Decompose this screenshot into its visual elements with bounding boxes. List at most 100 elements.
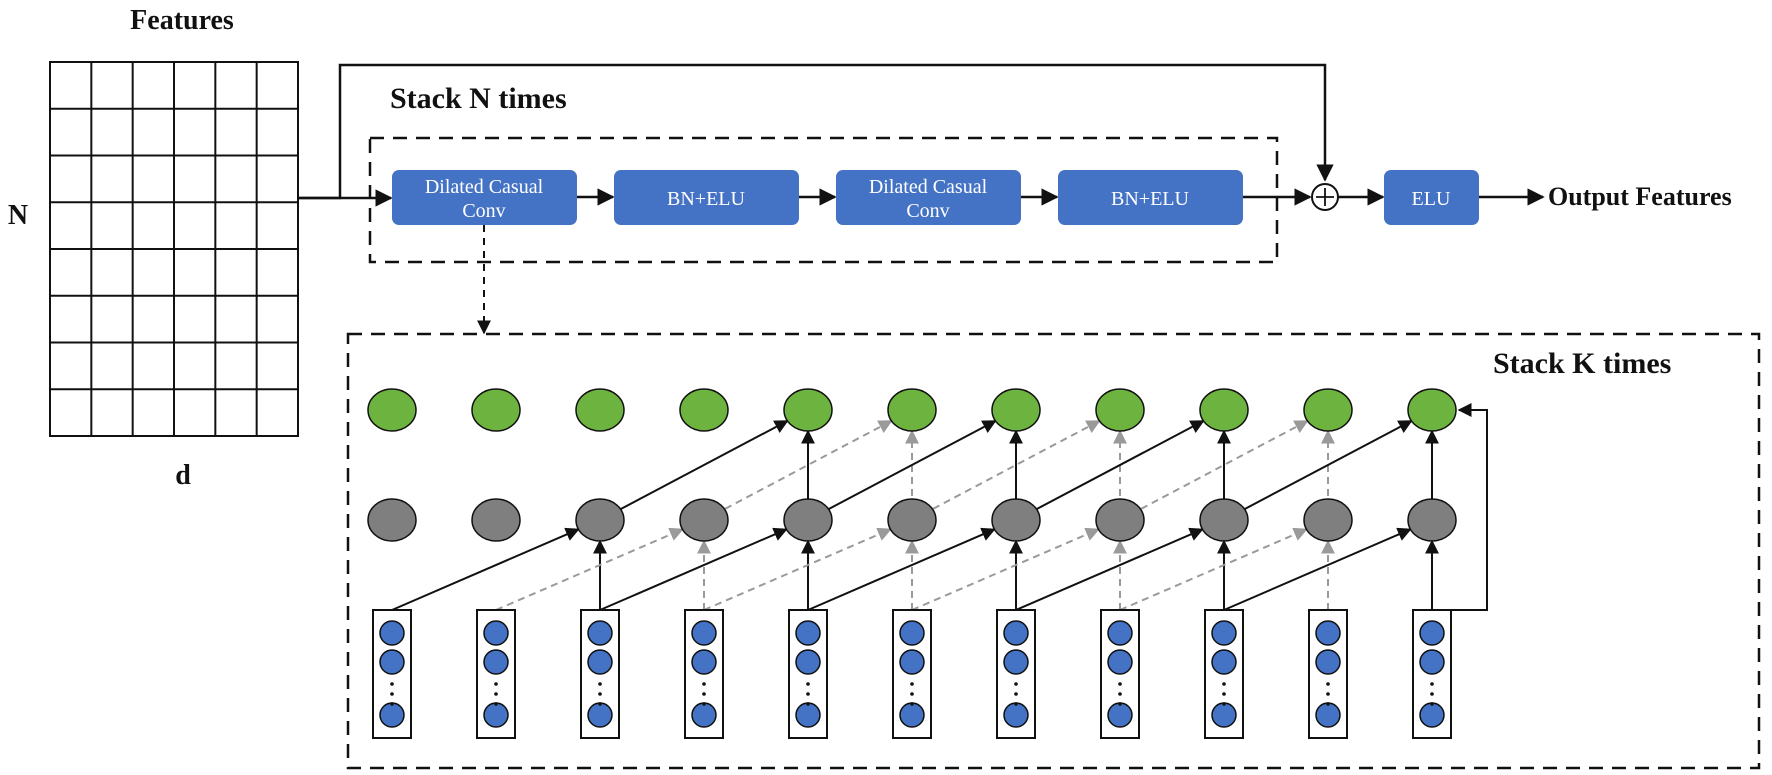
ellipsis-dot (390, 702, 394, 706)
hidden-node (887, 498, 937, 542)
output-node (1199, 388, 1249, 432)
input-column (580, 609, 620, 739)
residual-add-icon (1311, 183, 1339, 211)
output-node (471, 388, 521, 432)
ellipsis-dot (390, 692, 394, 696)
input-unit (899, 620, 925, 646)
feature-matrix (49, 61, 299, 437)
input-unit (379, 702, 405, 728)
ellipsis-dot (1014, 702, 1018, 706)
stack-k-label: Stack K times (1493, 347, 1671, 380)
ellipsis-dot (1118, 682, 1122, 686)
hidden-node (1407, 498, 1457, 542)
input-unit (483, 702, 509, 728)
input-column (476, 609, 516, 739)
network-nodes (367, 388, 1457, 739)
dilated-causal-conv-block-2: Dilated Casual Conv (836, 170, 1021, 225)
input-column (1204, 609, 1244, 739)
bn-elu-block-1: BN+ELU (614, 170, 799, 225)
output-features-label: Output Features (1548, 182, 1732, 211)
input-unit (795, 649, 821, 675)
input-unit (1003, 620, 1029, 646)
stack-k-box (346, 332, 1761, 770)
input-to-hidden-edge (807, 527, 996, 611)
hidden-node (575, 498, 625, 542)
input-unit (1315, 649, 1341, 675)
ellipsis-dot (702, 682, 706, 686)
ellipsis-dot (1222, 702, 1226, 706)
input-unit (1419, 649, 1445, 675)
output-node (679, 388, 729, 432)
hidden-node (991, 498, 1041, 542)
hidden-to-output-edge (1015, 419, 1205, 521)
input-unit (1107, 649, 1133, 675)
ellipsis-dot (390, 682, 394, 686)
input-unit (899, 649, 925, 675)
input-unit (691, 702, 717, 728)
ellipsis-dot (806, 682, 810, 686)
input-column (1308, 609, 1348, 739)
input-to-hidden-edge (599, 527, 788, 611)
ellipsis-dot (1430, 682, 1434, 686)
input-to-hidden-edge (1223, 527, 1412, 611)
ellipsis-dot (494, 702, 498, 706)
ellipsis-dot (806, 702, 810, 706)
output-node (1303, 388, 1353, 432)
input-unit (1003, 702, 1029, 728)
hidden-to-output-edge (807, 419, 997, 521)
output-node (887, 388, 937, 432)
network-edges (391, 403, 1488, 611)
svg-text:Conv: Conv (462, 200, 505, 222)
input-column (1100, 609, 1140, 739)
ellipsis-dot (1326, 702, 1330, 706)
ellipsis-dot (702, 692, 706, 696)
input-unit (379, 620, 405, 646)
input-unit (691, 649, 717, 675)
ellipsis-dot (598, 692, 602, 696)
ellipsis-dot (494, 682, 498, 686)
input-column (684, 609, 724, 739)
input-unit (1315, 620, 1341, 646)
input-unit (587, 649, 613, 675)
output-node (783, 388, 833, 432)
output-node (1407, 388, 1457, 432)
input-to-hidden-edge (495, 527, 684, 611)
inner-residual-edge (1451, 403, 1488, 611)
ellipsis-dot (1430, 692, 1434, 696)
svg-text:ELU: ELU (1412, 188, 1451, 210)
input-unit (1107, 620, 1133, 646)
input-unit (795, 702, 821, 728)
output-node (367, 388, 417, 432)
ellipsis-dot (910, 702, 914, 706)
n-axis-label: N (8, 200, 28, 231)
stack-n-label: Stack N times (390, 82, 567, 115)
input-column (892, 609, 932, 739)
input-unit (1003, 649, 1029, 675)
ellipsis-dot (1118, 702, 1122, 706)
hidden-node (679, 498, 729, 542)
hidden-to-output-edge (1223, 419, 1413, 521)
ellipsis-dot (806, 692, 810, 696)
ellipsis-dot (1326, 682, 1330, 686)
ellipsis-dot (1118, 692, 1122, 696)
input-unit (1419, 702, 1445, 728)
ellipsis-dot (910, 682, 914, 686)
input-column (788, 609, 828, 739)
input-unit (587, 702, 613, 728)
hidden-to-output-edge (599, 419, 789, 521)
hidden-node (1199, 498, 1249, 542)
hidden-node (1303, 498, 1353, 542)
ellipsis-dot (1326, 692, 1330, 696)
output-node (1095, 388, 1145, 432)
input-to-hidden-edge (1015, 527, 1204, 611)
input-column (1412, 609, 1452, 739)
ellipsis-dot (1014, 682, 1018, 686)
ellipsis-dot (1014, 692, 1018, 696)
ellipsis-dot (1430, 702, 1434, 706)
input-unit (1211, 702, 1237, 728)
hidden-node (783, 498, 833, 542)
input-unit (379, 649, 405, 675)
hidden-node (471, 498, 521, 542)
ellipsis-dot (702, 702, 706, 706)
